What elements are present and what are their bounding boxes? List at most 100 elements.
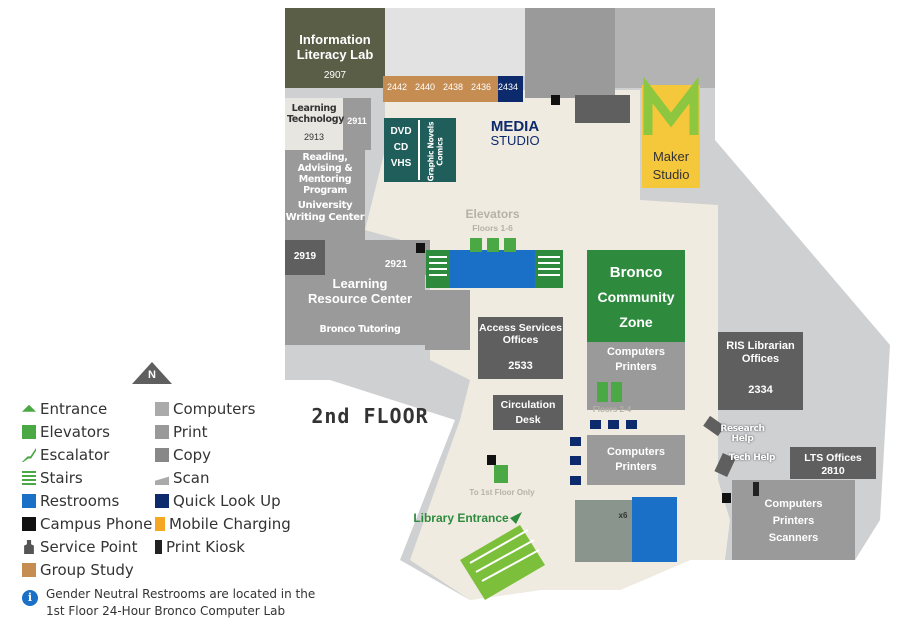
copy-icon (155, 448, 169, 462)
bronco-community-zone-room (587, 250, 685, 342)
computer-icon (155, 402, 169, 416)
bcz-label-2: Community (597, 289, 675, 305)
computers-printers-scanners-room (732, 480, 855, 560)
legend-label: Restrooms (40, 492, 120, 510)
entrance-arrow (510, 512, 522, 524)
compass-label: N (148, 369, 156, 381)
group-study-rooms: 2442 2440 2438 2436 2434 (383, 82, 523, 98)
media-studio-title: MEDIA (490, 118, 540, 135)
floor-title: 2nd FLOOR (311, 404, 429, 428)
north-compass (132, 362, 172, 384)
campus-phone-icons (416, 95, 731, 503)
circulation-label-2: Desk (515, 414, 541, 426)
dvd-label: DVD (390, 126, 412, 137)
legend-copy: Copy (155, 446, 211, 464)
to-first-floor-label: To 1st Floor Only (469, 488, 535, 497)
research-help-desk (703, 415, 725, 437)
lrc-room (285, 275, 425, 345)
entrance-icon (22, 404, 36, 412)
legend-label: Quick Look Up (173, 492, 281, 510)
media-studio-sub: STUDIO (490, 133, 540, 148)
lts-offices-room (790, 447, 876, 479)
lrc-sub: Bronco Tutoring (319, 324, 401, 335)
print-icon (155, 425, 169, 439)
room-2921-box (325, 240, 430, 275)
restrooms-block (632, 497, 677, 562)
legend-label: Print Kiosk (166, 538, 245, 556)
legend-print: Print (155, 423, 208, 441)
legend-label: Service Point (40, 538, 138, 556)
legend-label: Computers (173, 400, 256, 418)
escalator-icon (22, 448, 36, 462)
computers-printers-1-a: Computers (606, 346, 666, 358)
computers-printers-1-b: Printers (615, 361, 657, 373)
elevator-icons-top (470, 238, 516, 252)
elevator-restroom-block (450, 250, 535, 288)
entrance-walkway-lines (469, 529, 540, 582)
maker-logo (643, 76, 699, 135)
legend-label: Campus Phone (40, 515, 153, 533)
cps-label-3: Scanners (768, 532, 819, 544)
room-2911-box (343, 98, 371, 150)
legend-label: Copy (173, 446, 212, 464)
legend-scan: Scan (155, 469, 209, 487)
writing-center-label: University Writing Center (285, 200, 365, 223)
stairs-icon (22, 471, 36, 485)
top-service-room (525, 8, 615, 98)
legend-label: Entrance (40, 400, 108, 418)
lrc-title: Learning Resource Center (307, 276, 413, 306)
legend-escalator: Escalator (22, 446, 109, 464)
scan-icon (155, 476, 169, 485)
lrc-side-room (425, 290, 470, 350)
computers-printers-2-b: Printers (615, 461, 657, 473)
mobile-charging-icon (155, 517, 165, 531)
lts-num: 2810 (821, 465, 845, 477)
legend-label: Scan (173, 469, 210, 487)
learning-tech-title: Learning Technology (287, 103, 345, 125)
legend-service-point: Service Point (22, 538, 137, 556)
elevator-icon (22, 425, 36, 439)
learning-tech-num: 2913 (303, 132, 325, 142)
cd-label: CD (393, 142, 409, 153)
graphic-novels-label: Graphic Novels Comics (426, 121, 444, 182)
entrance-walkway (460, 525, 545, 600)
computers-printers-2-room (587, 435, 685, 485)
legend-elevators: Elevators (22, 423, 110, 441)
group-study-room: 2442 (386, 82, 408, 92)
elevators-title: Elevators (465, 207, 520, 221)
legend-print-kiosk: Print Kiosk (155, 538, 245, 556)
legend-info-icon: i (22, 590, 38, 606)
elevator-icons-mid (597, 382, 622, 402)
room-2921-label: 2921 (384, 259, 408, 270)
top-dark-room (575, 95, 630, 123)
circulation-label-1: Circulation (500, 399, 556, 411)
legend-label: Stairs (40, 469, 83, 487)
legend-label: Mobile Charging (169, 515, 291, 533)
elevator-icon-first-floor (494, 465, 508, 483)
group-study-room: 2434 (497, 82, 519, 92)
access-services-label: Access Services Offices (479, 322, 562, 347)
top-right-room (615, 8, 715, 88)
ris-librarian-room (718, 332, 803, 410)
reading-advising-room (285, 150, 365, 240)
elevators-2-4-label: Floors 2-4 (592, 405, 632, 414)
maker-studio-label-2: Studio (652, 167, 690, 182)
group-study-room: 2436 (470, 82, 492, 92)
phone-icon (22, 517, 36, 531)
stair-lines (429, 256, 560, 276)
legend-label: Group Study (40, 561, 134, 579)
legend-computers: Computers (155, 400, 255, 418)
legend-restrooms: Restrooms (22, 492, 119, 510)
map-legend: Entrance Elevators Escalator Stairs Rest… (22, 400, 332, 630)
bcz-label-3: Zone (619, 314, 653, 330)
info-literacy-num: 2907 (323, 70, 347, 81)
tech-help-label: Tech Help (728, 453, 776, 463)
bottom-textured-area (575, 500, 632, 562)
research-help-label: Research Help (720, 424, 765, 445)
room-2919-box (285, 240, 325, 275)
ris-num: 2334 (748, 384, 773, 396)
legend-label: Elevators (40, 423, 110, 441)
info-literacy-title: Information Literacy Lab (296, 32, 374, 62)
lts-label: LTS Offices (804, 452, 862, 464)
maker-studio-label-1: Maker (652, 149, 690, 164)
